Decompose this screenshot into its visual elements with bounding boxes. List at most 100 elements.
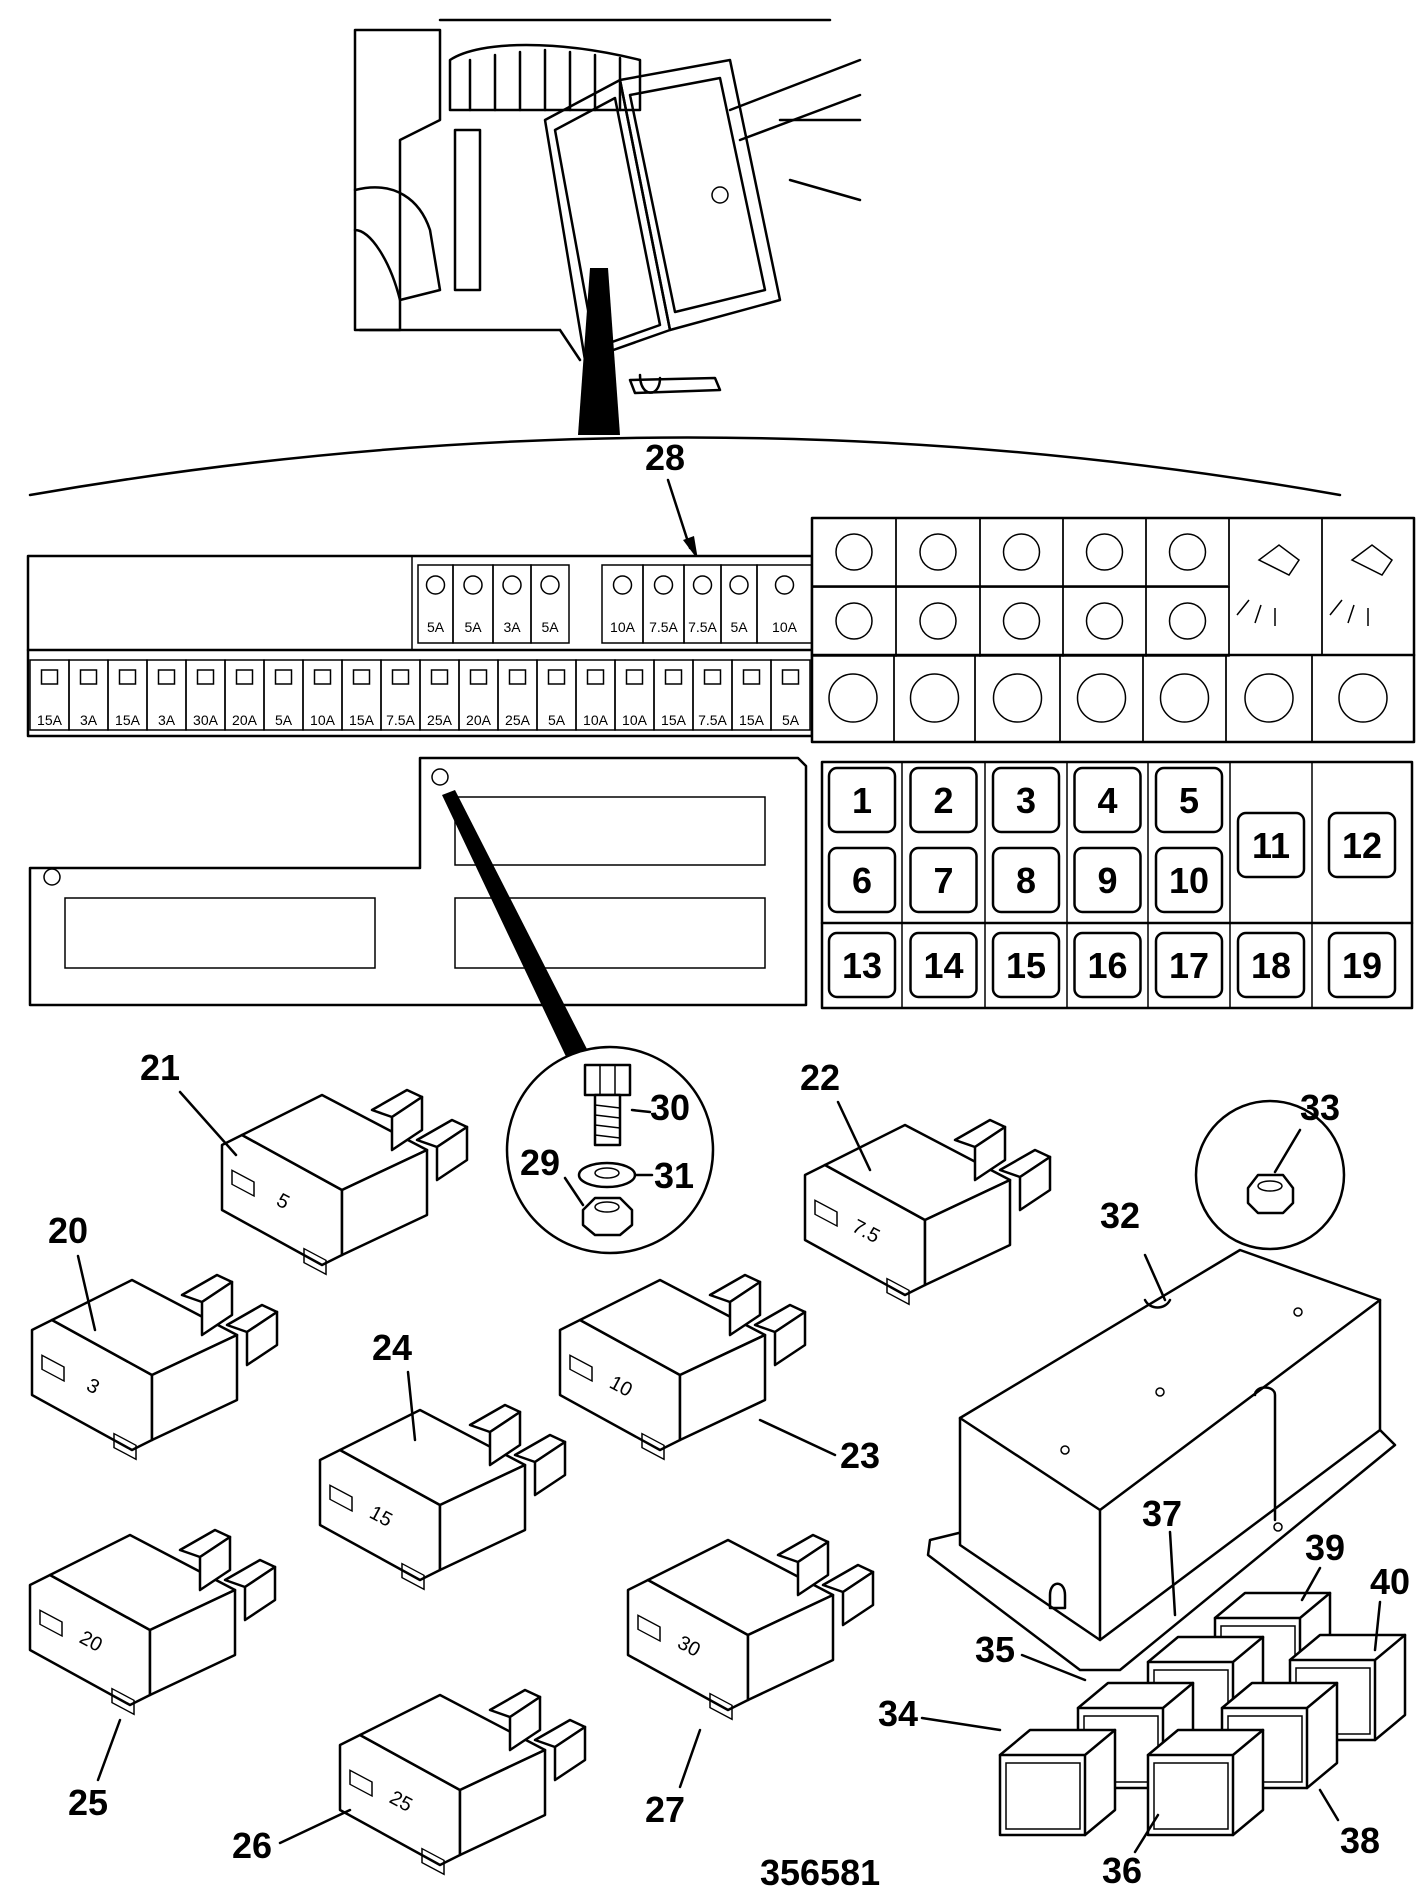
blade-fuse-24: 15 xyxy=(318,1403,567,1591)
washer xyxy=(577,1161,637,1189)
fuse-function-icon xyxy=(425,575,446,595)
switch-position-box xyxy=(909,846,978,914)
fuse-function-icon xyxy=(502,575,522,595)
fuse-function-icon xyxy=(625,669,644,685)
lower-fuse-rating: 7.5A xyxy=(698,712,727,728)
section-curve xyxy=(28,436,1342,497)
lower-fuse-rating: 25A xyxy=(427,712,453,728)
switch-position-box xyxy=(1073,766,1142,834)
fuse-function-icon xyxy=(430,669,449,685)
blade-fuse-21: 5 xyxy=(220,1088,469,1276)
switch-position-number: 12 xyxy=(1342,825,1382,866)
switch-position-box xyxy=(1154,931,1224,999)
switch-position-box xyxy=(991,846,1061,914)
switch-position-box xyxy=(827,931,897,999)
relay-34 xyxy=(998,1728,1117,1837)
blade-fuse-27: 30 xyxy=(626,1533,875,1721)
lower-fuse-rating: 3A xyxy=(80,712,98,728)
switch-position-number: 9 xyxy=(1097,860,1117,901)
lower-fuse-rating: 7.5A xyxy=(386,712,415,728)
lower-fuse-rating: 10A xyxy=(310,712,336,728)
switch-symbol-icon xyxy=(1338,673,1388,723)
legend-symbol-icon xyxy=(1085,533,1124,571)
blade-fuse-25: 20 xyxy=(28,1528,277,1716)
lower-fuse-cell xyxy=(770,659,811,731)
fuse-function-icon xyxy=(196,669,215,685)
fuse-function-icon xyxy=(540,575,560,595)
fuse-function-icon xyxy=(774,575,795,595)
switch-position-box xyxy=(1154,846,1224,914)
switch-position-number: 8 xyxy=(1016,860,1036,901)
relay-36 xyxy=(1146,1728,1265,1837)
fuse-function-icon xyxy=(781,669,800,685)
callout-40: 40 xyxy=(1370,1561,1410,1602)
legend-symbol-icon xyxy=(835,602,873,640)
switch-symbol-icon xyxy=(1159,673,1210,723)
upper-fuse-rating: 5A xyxy=(541,619,559,635)
nut xyxy=(581,1196,634,1237)
fastener-detail: 30 31 29 xyxy=(442,790,715,1255)
callout-37: 37 xyxy=(1142,1493,1182,1534)
upper-fuse-rating: 5A xyxy=(464,619,482,635)
lower-fuse-rating: 15A xyxy=(661,712,687,728)
blade-fuse-22: 7.5 xyxy=(803,1118,1052,1306)
switch-position-number: 15 xyxy=(1006,945,1046,986)
switch-position-number: 19 xyxy=(1342,945,1382,986)
drawing-number: 356581 xyxy=(760,1852,880,1890)
lower-fuse-rating: 15A xyxy=(37,712,63,728)
switch-position-box xyxy=(1327,931,1397,999)
lower-fuse-rating: 20A xyxy=(466,712,492,728)
callout-27: 27 xyxy=(645,1789,685,1830)
fuse-function-icon xyxy=(586,669,605,685)
fuse-function-icon xyxy=(729,575,749,595)
label-plate xyxy=(28,756,808,1007)
switch-position-number: 4 xyxy=(1097,780,1117,821)
switch-position-number: 16 xyxy=(1087,945,1127,986)
upper-fuse-rating: 7.5A xyxy=(688,619,717,635)
callout-38: 38 xyxy=(1340,1820,1380,1861)
switch-position-number: 10 xyxy=(1169,860,1209,901)
switch-symbol-icon xyxy=(1076,673,1127,723)
fuse-function-icon xyxy=(612,575,633,595)
switch-position-box xyxy=(827,846,897,914)
switch-position-number: 17 xyxy=(1169,945,1209,986)
callout-20: 20 xyxy=(48,1210,88,1251)
fuse-function-icon xyxy=(653,575,674,595)
lower-fuse-rating: 3A xyxy=(158,712,176,728)
legend-symbol-icon xyxy=(1168,602,1207,640)
switch-position-box xyxy=(1073,846,1142,914)
upper-fuse-rating: 10A xyxy=(772,619,798,635)
switch-position-number: 13 xyxy=(842,945,882,986)
fuse-function-icon xyxy=(313,669,332,685)
lower-fuse-rating: 25A xyxy=(505,712,531,728)
upper-fuse-rating: 10A xyxy=(610,619,636,635)
lower-fuse-rating: 5A xyxy=(548,712,566,728)
switch-symbol-icon xyxy=(1244,673,1294,723)
fuse-function-icon xyxy=(469,669,488,685)
lower-fuse-rating: 5A xyxy=(275,712,293,728)
switch-position-number: 14 xyxy=(923,945,963,986)
callout-31: 31 xyxy=(654,1155,694,1196)
lower-fuse-rating: 15A xyxy=(115,712,141,728)
switch-position-box xyxy=(991,931,1061,999)
upper-fuse-rating: 5A xyxy=(427,619,445,635)
fuse-function-icon xyxy=(157,669,176,685)
switch-legend-panel xyxy=(810,516,1416,744)
legend-symbol-icon xyxy=(919,602,957,640)
switch-legend-cell xyxy=(1311,654,1415,743)
fuse-function-icon xyxy=(79,669,98,685)
switch-position-number: 6 xyxy=(852,860,872,901)
switch-position-number: 3 xyxy=(1016,780,1036,821)
switch-symbol-icon xyxy=(828,673,878,723)
callout-30: 30 xyxy=(650,1087,690,1128)
callout-26: 26 xyxy=(232,1825,272,1866)
callout-29: 29 xyxy=(520,1142,560,1183)
leader-28 xyxy=(666,478,692,550)
fuse-function-icon xyxy=(391,669,410,685)
fuse-function-icon xyxy=(118,669,137,685)
callout-24: 24 xyxy=(372,1327,412,1368)
fuse-function-icon xyxy=(703,669,722,685)
blade-fuse-26: 25 xyxy=(338,1688,587,1876)
fuse-function-icon xyxy=(664,669,683,685)
